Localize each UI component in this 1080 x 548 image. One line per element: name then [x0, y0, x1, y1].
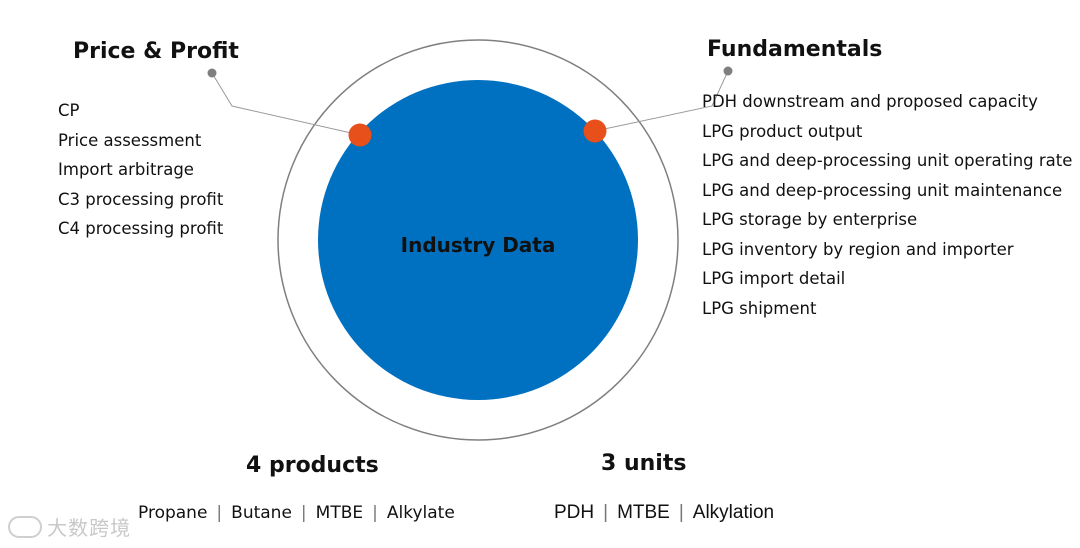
list-item: LPG inventory by region and importer — [702, 239, 1014, 259]
products-item: Butane — [231, 503, 292, 523]
separator: | — [300, 503, 307, 523]
units-line: PDH | MTBE | Alkylation — [554, 502, 774, 524]
watermark-text: 大数跨境 — [47, 516, 132, 540]
separator: | — [372, 503, 378, 523]
separator: | — [678, 502, 684, 523]
separator: | — [216, 503, 223, 523]
units-title: 3 units — [601, 451, 687, 476]
list-item: C4 processing profit — [58, 219, 224, 238]
separator: | — [603, 502, 609, 523]
list-item: Price assessment — [58, 130, 202, 150]
products-item: Propane — [138, 503, 208, 523]
fundamentals-node-dot — [583, 119, 607, 143]
list-item: C3 processing profit — [58, 189, 224, 209]
units-item: Alkylation — [692, 502, 775, 523]
list-item: LPG shipment — [702, 298, 817, 318]
list-item: LPG and deep-processing unit maintenance — [702, 180, 1063, 200]
products-title: 4 products — [246, 453, 379, 478]
list-item: PDH downstream and proposed capacity — [702, 92, 1038, 111]
list-item: Import arbitrage — [58, 160, 194, 179]
products-line: Propane | Butane | MTBE | Alkylate — [138, 503, 455, 523]
products-item: Alkylate — [386, 503, 455, 523]
fundamentals-anchor-dot — [723, 66, 733, 76]
fundamentals-leader-line — [594, 70, 729, 132]
price-profit-node-dot — [348, 123, 372, 147]
watermark-icon — [8, 515, 42, 538]
list-item: LPG import detail — [702, 269, 846, 288]
inner-circle — [318, 80, 638, 400]
products-item: MTBE — [315, 503, 364, 523]
list-item: CP — [58, 101, 80, 120]
price-profit-leader-line — [211, 72, 361, 136]
outer-ring — [277, 39, 679, 441]
price-profit-anchor-dot — [207, 68, 217, 78]
units-item: MTBE — [617, 502, 670, 523]
price-profit-title: Price & Profit — [73, 39, 239, 64]
units-item: PDH — [554, 502, 595, 523]
watermark-logo: 大数跨境 — [8, 512, 131, 541]
list-item: LPG storage by enterprise — [702, 210, 918, 229]
center-label: Industry Data — [400, 233, 556, 257]
list-item: LPG product output — [702, 121, 863, 141]
fundamentals-title: Fundamentals — [707, 37, 883, 62]
list-item: LPG and deep-processing unit operating r… — [702, 151, 1073, 170]
